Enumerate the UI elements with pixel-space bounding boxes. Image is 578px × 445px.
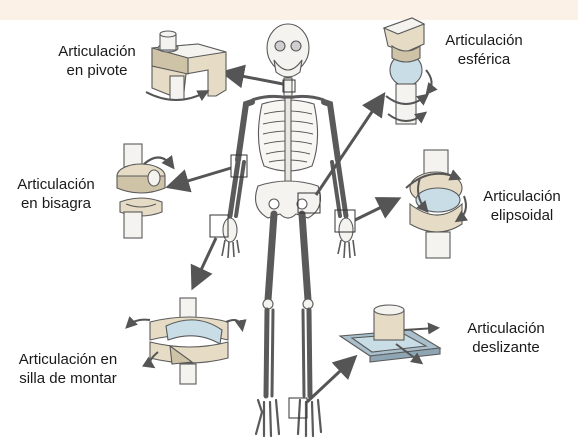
pivot-pointer-arrow [226, 73, 283, 84]
saddle-pointer-arrow [194, 238, 216, 285]
hinge-joint-icon [117, 144, 172, 238]
pivot-joint-icon [146, 31, 226, 100]
gliding-direction-arrow-right-icon [404, 328, 436, 330]
ball-rotation-arrow-side-icon [426, 70, 432, 92]
ellipsoid-joint-icon [406, 150, 466, 258]
gliding-pointer-arrow [307, 359, 353, 402]
saddle-rotation-arrow-left-icon [128, 320, 150, 326]
ellipsoid-pointer-arrow [355, 200, 396, 220]
ball-and-socket-joint-icon [384, 18, 432, 124]
saddle-joint-icon [128, 298, 242, 384]
gliding-joint-icon [340, 305, 440, 362]
ball-pointer-arrow [316, 97, 382, 195]
hinge-pointer-arrow [171, 168, 231, 186]
ankle-highlight-box [289, 398, 307, 418]
